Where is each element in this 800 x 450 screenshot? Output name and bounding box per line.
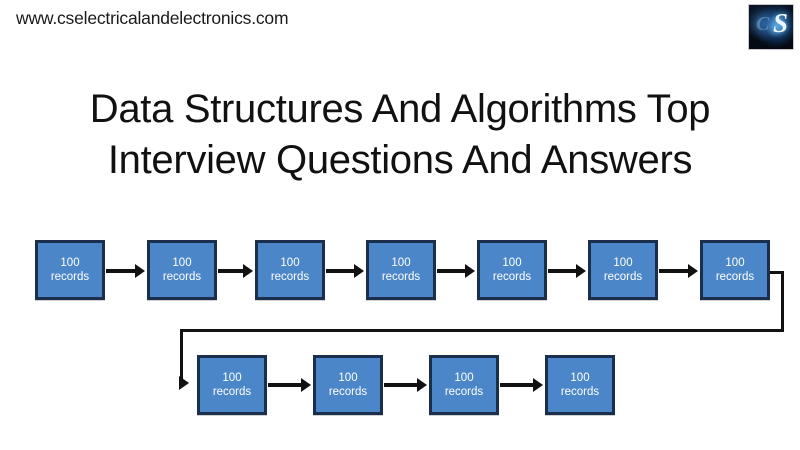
node-label: records: [212, 386, 252, 398]
connector-arrow: [326, 264, 364, 278]
connector-arrow: [268, 378, 311, 392]
node-box: 100 records: [147, 240, 217, 300]
wrap-connector-segment-right: [770, 271, 784, 274]
connector-arrow: [384, 378, 427, 392]
connector-arrow: [500, 378, 543, 392]
connector-arrow: [548, 264, 586, 278]
node-box: 100 records: [545, 355, 615, 415]
connector-arrow: [659, 264, 698, 278]
node-box: 100 records: [700, 240, 770, 300]
node-box: 100 records: [313, 355, 383, 415]
node-box: 100 records: [477, 240, 547, 300]
node-label: records: [444, 386, 484, 398]
node-label: records: [270, 271, 310, 283]
node-value: 100: [570, 372, 590, 384]
node-value: 100: [725, 257, 745, 269]
node-label: records: [560, 386, 600, 398]
node-label: records: [50, 271, 90, 283]
node-label: records: [162, 271, 202, 283]
node-box: 100 records: [429, 355, 499, 415]
node-value: 100: [172, 257, 192, 269]
wrap-connector-segment-left: [180, 329, 784, 332]
node-value: 100: [613, 257, 633, 269]
node-label: records: [715, 271, 755, 283]
page-title-line-2: Interview Questions And Answers: [107, 138, 693, 182]
node-label: records: [328, 386, 368, 398]
logo-c-icon: C: [756, 13, 770, 35]
node-box: 100 records: [35, 240, 105, 300]
node-value: 100: [222, 372, 242, 384]
connector-arrow: [437, 264, 475, 278]
node-box: 100 records: [366, 240, 436, 300]
node-value: 100: [338, 372, 358, 384]
node-box: 100 records: [588, 240, 658, 300]
site-url-text: www.cselectricalandelectronics.com: [16, 8, 289, 28]
node-label: records: [603, 271, 643, 283]
page-title-line-1: Data Structures And Algorithms Top: [89, 87, 711, 131]
connector-arrow: [106, 264, 145, 278]
page-title: Data Structures And Algorithms Top Inter…: [40, 84, 760, 186]
wrap-connector-segment-down: [781, 271, 784, 332]
node-value: 100: [502, 257, 522, 269]
node-label: records: [381, 271, 421, 283]
node-value: 100: [454, 372, 474, 384]
node-value: 100: [280, 257, 300, 269]
node-value: 100: [391, 257, 411, 269]
connector-arrow: [218, 264, 253, 278]
logo-s-icon: S: [772, 8, 788, 38]
node-label: records: [492, 271, 532, 283]
node-value: 100: [60, 257, 80, 269]
wrap-connector-segment-entry: [179, 329, 189, 390]
node-box: 100 records: [255, 240, 325, 300]
node-box: 100 records: [197, 355, 267, 415]
brand-logo: C S: [748, 4, 794, 50]
